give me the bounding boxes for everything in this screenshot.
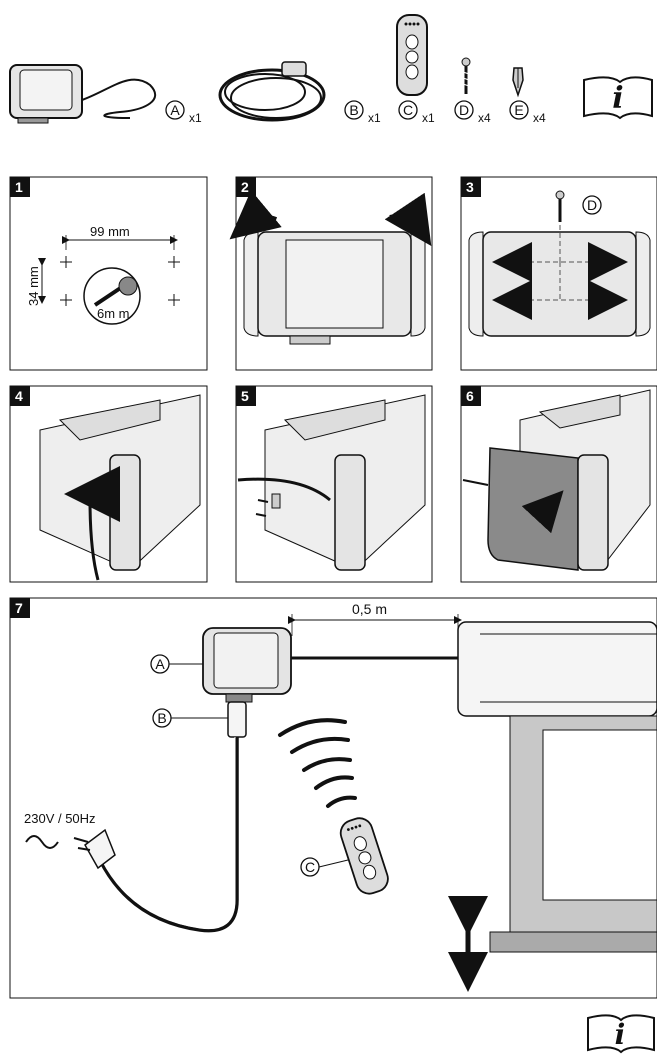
svg-text:5: 5 [241, 388, 249, 404]
step-2-panel: 2 [229, 176, 433, 371]
svg-text:x1: x1 [422, 111, 435, 125]
parts-row: A x1 B x1 C x1 [9, 14, 653, 125]
svg-text:D: D [587, 197, 597, 213]
part-e-wallplug-icon [512, 67, 524, 98]
screen-housing [448, 621, 657, 992]
svg-text:x1: x1 [368, 111, 381, 125]
svg-text:B: B [157, 710, 166, 726]
svg-text:7: 7 [15, 600, 23, 616]
svg-text:x4: x4 [533, 111, 546, 125]
svg-text:x1: x1 [189, 111, 202, 125]
svg-text:2: 2 [241, 179, 249, 195]
svg-text:A: A [170, 102, 180, 118]
step-6-panel: 6 [460, 385, 657, 583]
receiver-box [202, 627, 292, 703]
info-manual-icon-bottom: i [587, 1014, 655, 1054]
svg-text:B: B [349, 102, 358, 118]
svg-text:D: D [459, 102, 469, 118]
svg-text:99 mm: 99 mm [90, 224, 130, 239]
svg-text:i: i [615, 1018, 626, 1051]
part-c-label: C x1 [398, 100, 435, 125]
part-b-label: B x1 [344, 100, 381, 125]
step-7-panel: 7 0,5 m A B [9, 597, 657, 999]
part-a-receiver-icon [9, 64, 157, 124]
svg-text:34 mm: 34 mm [26, 266, 41, 306]
svg-text:4: 4 [15, 388, 23, 404]
part-a-label: A x1 [165, 100, 202, 125]
svg-text:i: i [612, 81, 623, 116]
part-b-cable-icon [218, 61, 326, 122]
signal-waves [278, 718, 357, 808]
svg-text:1: 1 [15, 179, 23, 195]
svg-text:3: 3 [466, 179, 474, 195]
svg-text:E: E [514, 102, 523, 118]
part-d-screw-icon [461, 57, 471, 94]
info-manual-icon: i [583, 76, 653, 120]
svg-text:6: 6 [466, 388, 474, 404]
svg-text:C: C [305, 859, 315, 875]
step-5-panel: 5 [235, 385, 433, 583]
part-c-remote-icon [396, 14, 428, 96]
step-4-panel: 4 [9, 385, 208, 583]
svg-text:0,5 m: 0,5 m [352, 601, 387, 617]
part-e-label: E x4 [509, 100, 546, 125]
step-3-panel: 3 D [460, 176, 657, 371]
part-d-label: D x4 [454, 100, 491, 125]
svg-text:6m m: 6m m [97, 306, 130, 321]
svg-text:A: A [155, 656, 165, 672]
svg-text:230V / 50Hz: 230V / 50Hz [24, 811, 96, 826]
step-1-panel: 1 99 mm 34 mm 6m m [9, 176, 208, 371]
svg-text:x4: x4 [478, 111, 491, 125]
remote-control [339, 817, 389, 895]
svg-text:C: C [403, 102, 413, 118]
